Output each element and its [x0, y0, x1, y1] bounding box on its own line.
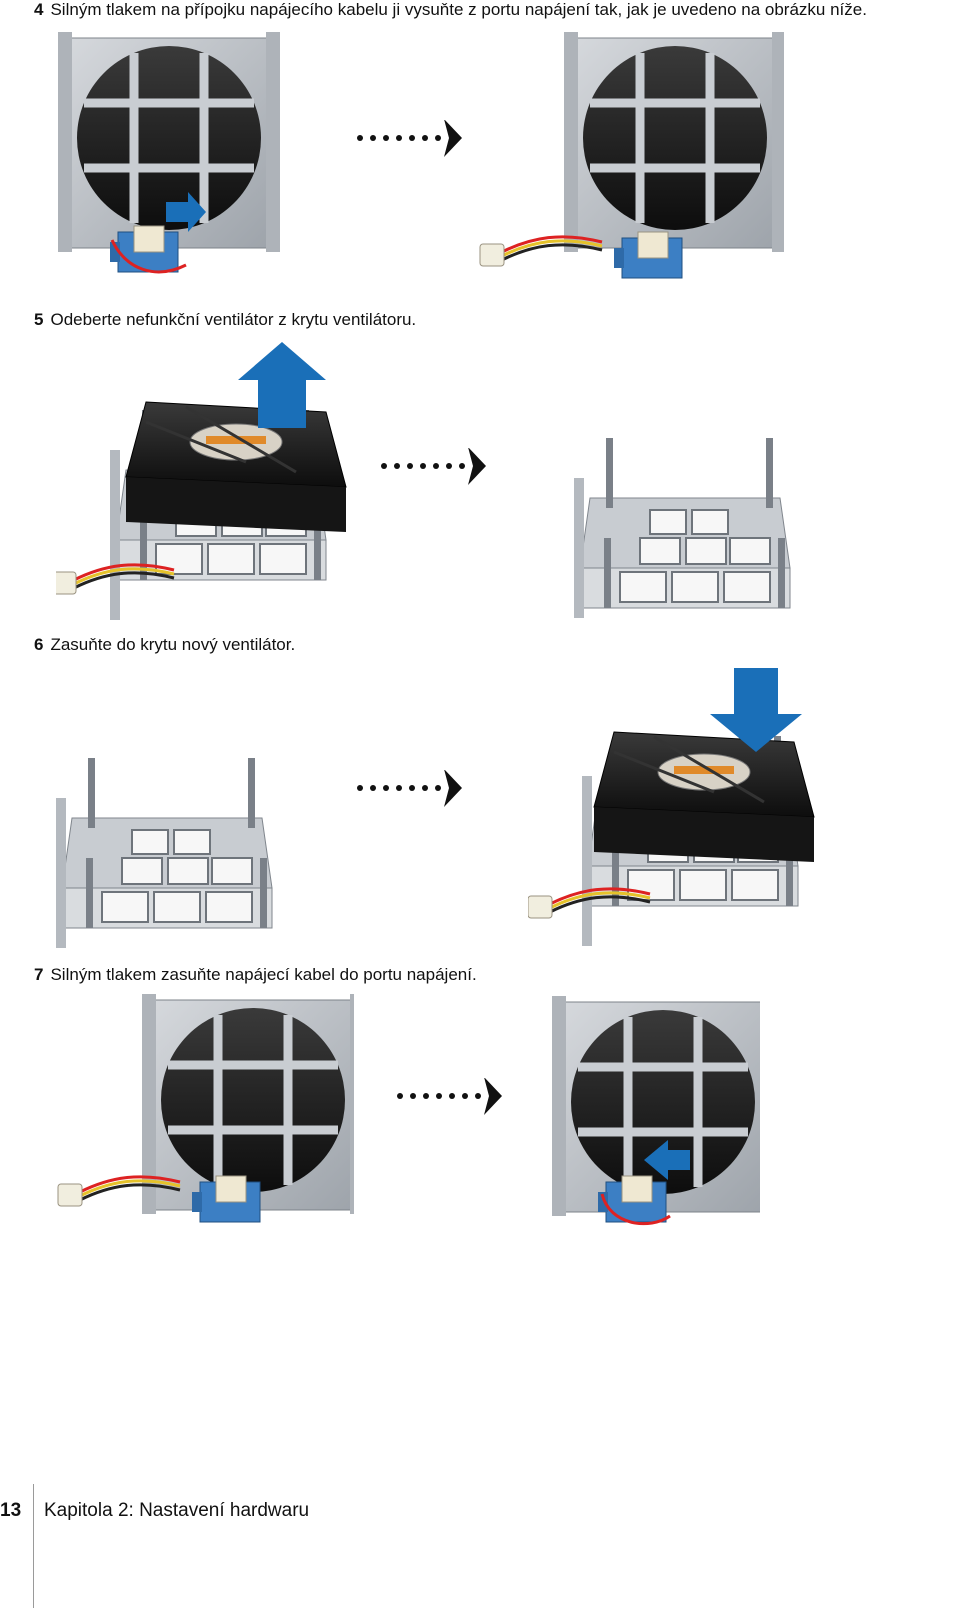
- step-number: 7: [34, 965, 44, 984]
- step-5: 5 Odeberte nefunkční ventilátor z krytu v…: [34, 310, 416, 330]
- dotted-arrow-icon: [381, 448, 486, 485]
- step-text: Odeberte nefunkční ventilátor z krytu ve…: [50, 310, 417, 329]
- step-6: 6 Zasuňte do krytu nový ventilátor.: [34, 635, 295, 655]
- figure-step7-after: [550, 994, 760, 1226]
- step-4: 4 Silným tlakem na přípojku napájecího ka…: [34, 0, 867, 20]
- step-number: 6: [34, 635, 44, 654]
- chapter-title: Kapitola 2: Nastavení hardwaru: [44, 1500, 310, 1521]
- dotted-arrow-icon: [357, 770, 462, 807]
- step-7: 7 Silným tlakem zasuňte napájecí kabel do…: [34, 965, 477, 985]
- footer-divider: [33, 1484, 34, 1608]
- figure-step6-before: [55, 758, 273, 948]
- figure-step5-after: [574, 438, 791, 618]
- page-number: 13: [0, 1500, 22, 1521]
- step-text: Silným tlakem na přípojku napájecího kab…: [50, 0, 867, 19]
- figure-step4-before: [56, 30, 286, 274]
- step-number: 5: [34, 310, 44, 329]
- figure-step6-after: [528, 668, 816, 947]
- step-number: 4: [34, 0, 44, 19]
- step-text: Zasuňte do krytu nový ventilátor.: [50, 635, 296, 654]
- figure-step7-before: [56, 992, 354, 1223]
- blue-push-arrow-icon: [166, 192, 206, 232]
- step-text: Silným tlakem zasuňte napájecí kabel do …: [50, 965, 477, 984]
- dotted-arrow-icon: [397, 1078, 502, 1115]
- blue-push-down-arrow-icon: [710, 668, 802, 752]
- figure-step4-after: [478, 30, 784, 279]
- blue-insert-arrow-icon: [644, 1140, 690, 1180]
- dotted-arrow-icon: [357, 120, 462, 157]
- figure-step5-before: [56, 342, 348, 620]
- blue-lift-arrow-icon: [238, 342, 326, 428]
